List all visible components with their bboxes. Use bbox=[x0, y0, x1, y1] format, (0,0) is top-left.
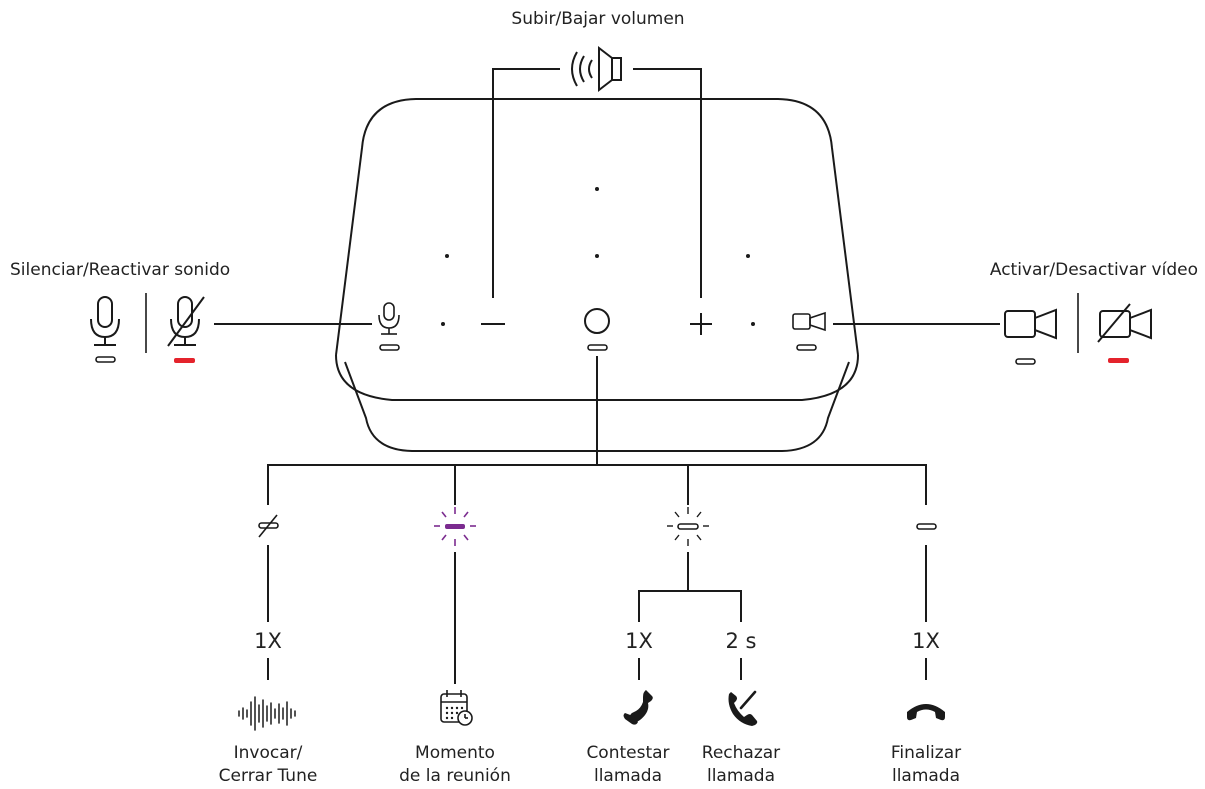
answer-label-line2: llamada bbox=[594, 766, 662, 786]
invoke-label-line1: Invocar/ bbox=[234, 743, 303, 763]
device-action-led bbox=[587, 344, 608, 351]
led-off-icon bbox=[258, 514, 279, 538]
count-invoke: 1X bbox=[254, 629, 282, 653]
calendar-clock-icon bbox=[440, 690, 473, 726]
led-white-icon bbox=[916, 523, 937, 530]
end-label-line2: llamada bbox=[892, 766, 960, 786]
mic-muted-icon bbox=[167, 296, 205, 347]
phone-answer-icon bbox=[623, 690, 653, 725]
mic-on-icon bbox=[90, 296, 120, 346]
action-tree-lines bbox=[267, 356, 927, 684]
reject-label-line2: llamada bbox=[707, 766, 775, 786]
mute-label: Silenciar/Reactivar sonido bbox=[10, 260, 230, 280]
invoke-label-line2: Cerrar Tune bbox=[219, 766, 318, 786]
camera-on-icon bbox=[1004, 308, 1057, 340]
volume-label: Subir/Bajar volumen bbox=[511, 9, 684, 29]
phone-reject-icon bbox=[728, 690, 758, 726]
answer-label-line1: Contestar bbox=[586, 743, 669, 763]
speaker-volume-icon bbox=[571, 45, 622, 93]
meeting-label-line1: Momento bbox=[415, 743, 495, 763]
video-label: Activar/Desactivar vídeo bbox=[990, 260, 1198, 280]
led-purple-blink-icon bbox=[434, 507, 476, 546]
device-camera-led bbox=[796, 344, 817, 351]
camera-off-icon bbox=[1097, 303, 1152, 343]
device-camera-icon bbox=[792, 311, 826, 332]
mic-on-led bbox=[95, 356, 116, 363]
waveform-icon bbox=[238, 696, 296, 731]
count-answer: 1X bbox=[625, 629, 653, 653]
device-plus-icon bbox=[690, 313, 712, 335]
led-white-blink-icon bbox=[667, 507, 709, 546]
device-mic-icon bbox=[378, 302, 400, 335]
count-end: 1X bbox=[912, 629, 940, 653]
camera-off-led bbox=[1108, 358, 1129, 363]
device-mic-led bbox=[379, 344, 400, 351]
meeting-label-line2: de la reunión bbox=[399, 766, 511, 786]
count-reject: 2 s bbox=[726, 629, 757, 653]
volume-bracket bbox=[492, 68, 702, 298]
camera-on-led bbox=[1015, 358, 1036, 365]
surface-dots bbox=[441, 187, 755, 326]
device-action-button-icon bbox=[584, 308, 610, 334]
mic-muted-led bbox=[174, 358, 195, 363]
reject-label-line1: Rechazar bbox=[702, 743, 780, 763]
phone-hangup-icon bbox=[907, 704, 945, 721]
end-label-line1: Finalizar bbox=[891, 743, 961, 763]
